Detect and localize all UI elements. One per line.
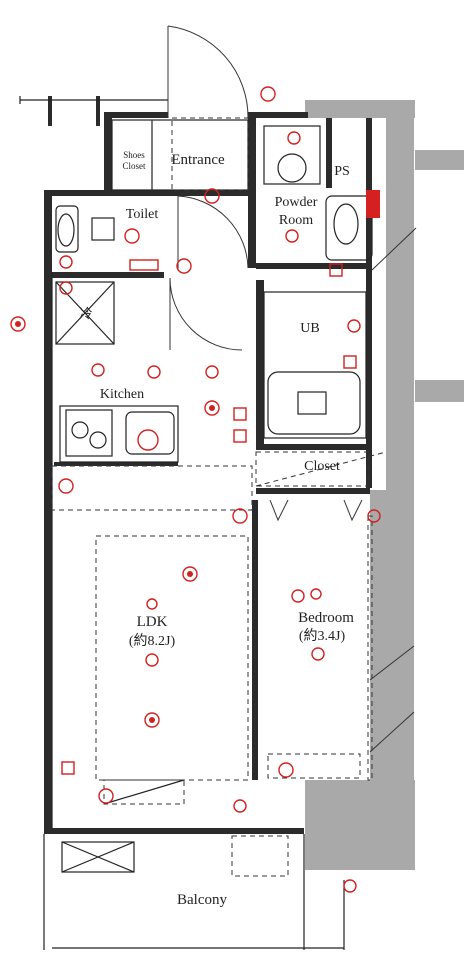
label-entrance: Entrance [171, 152, 225, 168]
label-shoes-closet-2: Closet [122, 161, 146, 171]
outer-wall-right [305, 100, 464, 870]
label-ldk-size: (約8.2J) [129, 633, 176, 649]
label-ps: PS [334, 164, 350, 179]
dashed-outlines [51, 117, 387, 877]
label-bedroom: Bedroom [298, 610, 354, 626]
fixtures [55, 125, 373, 873]
label-toilet: Toilet [126, 207, 159, 222]
label-closet: Closet [304, 459, 340, 474]
label-shoes-closet-1: Shoes [123, 150, 145, 160]
interior-walls [44, 96, 372, 834]
label-bedroom-size: (約3.4J) [299, 628, 346, 644]
label-ldk: LDK [137, 614, 168, 630]
room-labels: Shoes Closet Entrance PS Powder Room Toi… [79, 150, 354, 908]
electrical-symbols [10, 86, 381, 893]
label-powder-room-2: Room [279, 213, 313, 228]
label-ub: UB [300, 321, 319, 336]
label-kitchen: Kitchen [100, 387, 144, 402]
doors [167, 25, 417, 753]
label-powder-room-1: Powder [275, 195, 318, 210]
label-balcony: Balcony [177, 892, 227, 908]
label-fridge: 冷 [79, 306, 92, 321]
